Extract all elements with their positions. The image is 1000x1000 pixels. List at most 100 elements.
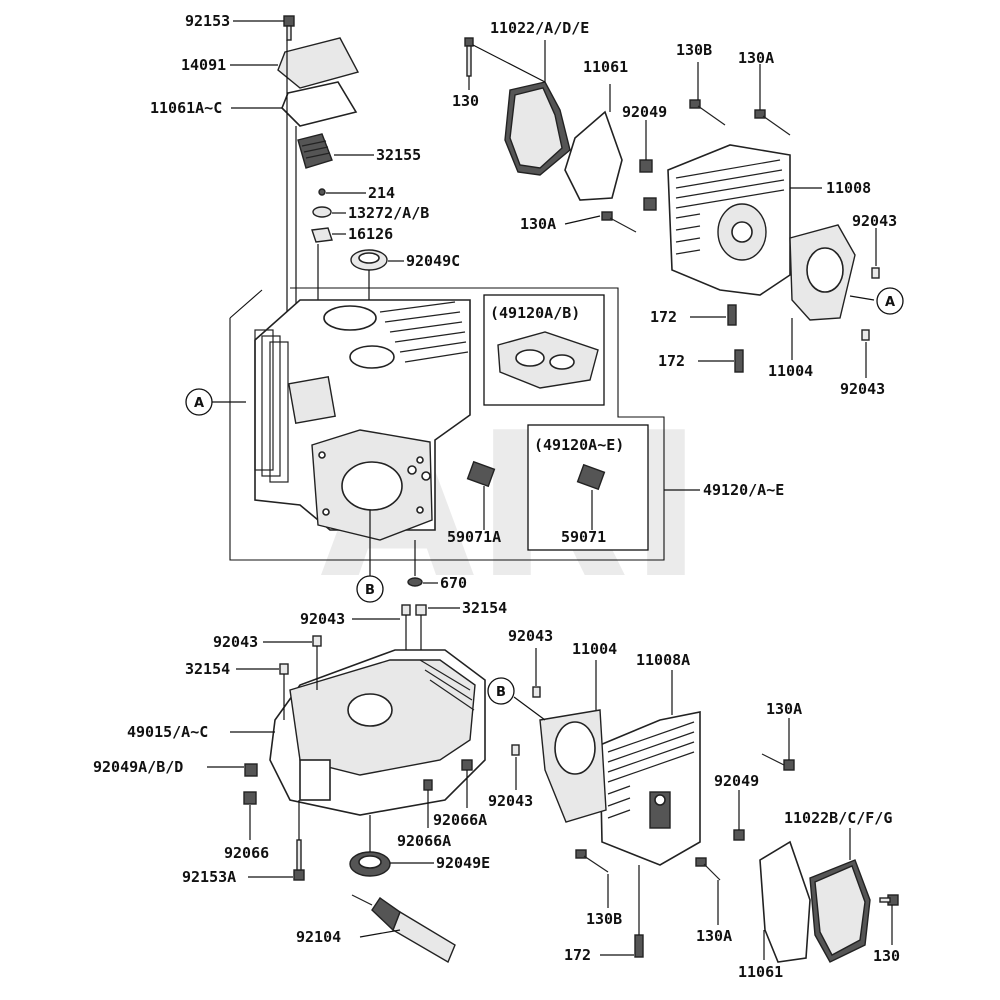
- label-92049-br: 92049: [714, 772, 759, 790]
- nut-92049-lower: [733, 829, 745, 841]
- cover-plate-14091: [277, 37, 360, 89]
- label-92104: 92104: [296, 928, 341, 946]
- plug-32154-b: [279, 663, 289, 675]
- dowel-92043-right: [861, 329, 870, 341]
- label-130-bot: 130: [873, 947, 900, 965]
- label-130a-top: 130A: [738, 49, 774, 67]
- label-172-a: 172: [650, 308, 677, 326]
- label-172-bot: 172: [564, 946, 591, 964]
- bolt-130-bottom: [879, 894, 899, 906]
- label-92043-mid: 92043: [508, 627, 553, 645]
- label-130-top: 130: [452, 92, 479, 110]
- cylinder-block: [254, 299, 471, 541]
- nut-92049-top-b: [643, 197, 657, 211]
- gasket-11061a: [281, 81, 358, 127]
- label-inset-49120ab: (49120A/B): [490, 304, 580, 322]
- callout-b-upper-text: B: [365, 583, 375, 598]
- label-92043-tr: 92043: [852, 212, 897, 230]
- bolt-130a-mid: [601, 211, 637, 233]
- label-49015: 49015/A~C: [127, 723, 208, 741]
- label-92049abd: 92049A/B/D: [93, 758, 183, 776]
- nut-92049a: [244, 763, 258, 777]
- label-670: 670: [440, 574, 467, 592]
- label-92049e: 92049E: [436, 854, 490, 872]
- nut-92066a-a: [461, 759, 473, 771]
- label-32154-b: 32154: [185, 660, 230, 678]
- callout-b-upper: [356, 575, 384, 603]
- plate-13272: [312, 206, 332, 218]
- rocker-cover-11022b: [809, 859, 871, 963]
- inset-49120ae: [527, 424, 649, 551]
- label-92153a: 92153A: [182, 868, 236, 886]
- label-92066a-a: 92066A: [433, 811, 487, 829]
- label-inset-49120ae: (49120A~E): [534, 436, 624, 454]
- dowel-92043-cc-left: [312, 635, 322, 647]
- bolt-92153a-head: [293, 869, 305, 881]
- label-11022-ade: 11022/A/D/E: [490, 19, 589, 37]
- sealant-tube-92104: [351, 894, 456, 964]
- seal-92049e-hole: [358, 855, 382, 869]
- label-130a-mid: 130A: [520, 215, 556, 233]
- oring-670: [407, 577, 423, 587]
- label-130a-bot: 130A: [696, 927, 732, 945]
- label-130a-br: 130A: [766, 700, 802, 718]
- nut-92066a-b: [423, 779, 433, 791]
- label-92153: 92153: [185, 12, 230, 30]
- label-11061-bot: 11061: [738, 963, 783, 981]
- label-11008: 11008: [826, 179, 871, 197]
- bolt-130b-bottom: [575, 849, 609, 873]
- label-59071a: 59071A: [447, 528, 501, 546]
- callout-b-lower-text: B: [496, 685, 506, 700]
- inset-49120ab-gasket: [497, 331, 599, 389]
- assembly-frame: [229, 287, 665, 561]
- label-11008a: 11008A: [636, 651, 690, 669]
- callout-a-right-text: A: [885, 295, 895, 310]
- assembly-frame-left: [229, 289, 263, 319]
- label-11004-bot: 11004: [572, 640, 617, 658]
- callout-a-left: [185, 388, 213, 416]
- pin-214: [318, 188, 326, 196]
- dowel-92043-top: [871, 267, 880, 279]
- label-92066: 92066: [224, 844, 269, 862]
- callout-a-left-text: A: [194, 396, 204, 411]
- rocker-cover-11022: [504, 81, 571, 176]
- label-59071: 59071: [561, 528, 606, 546]
- label-49120-ae: 49120/A~E: [703, 481, 784, 499]
- callout-b-lower: [487, 677, 515, 705]
- label-92066a-b: 92066A: [397, 832, 451, 850]
- crankcase-49015: [269, 649, 486, 816]
- plug-32154-a: [415, 604, 427, 616]
- breather-32155: [297, 133, 333, 169]
- bolt-130a-top: [754, 109, 791, 136]
- callout-a-right: [876, 287, 904, 315]
- label-92049-top: 92049: [622, 103, 667, 121]
- label-11022bcfg: 11022B/C/F/G: [784, 809, 892, 827]
- bolt-92153: [283, 15, 295, 41]
- label-92043-mid2: 92043: [488, 792, 533, 810]
- stud-172-a: [727, 304, 737, 326]
- bolt-92153a-shank: [296, 839, 302, 871]
- label-172-b: 172: [658, 352, 685, 370]
- plate-16126: [311, 227, 333, 243]
- label-11061a-c: 11061A~C: [150, 99, 222, 117]
- gasket-11004-bot-bore: [554, 721, 596, 775]
- inset-49120ae-spring: [576, 463, 606, 491]
- label-32154-a: 32154: [462, 599, 507, 617]
- dowel-92043-mid: [532, 686, 541, 698]
- cylinder-head-11008: [667, 144, 791, 296]
- label-16126: 16126: [348, 225, 393, 243]
- nut-92066: [243, 791, 257, 805]
- label-130b-top: 130B: [676, 41, 712, 59]
- gasket-11061-top: [564, 110, 623, 201]
- bolt-130a-bottom: [695, 857, 721, 881]
- bolt-130b-top: [689, 99, 726, 126]
- cylinder-head-11008a: [599, 711, 701, 866]
- spring-59071a: [466, 460, 496, 488]
- stud-172-bottom: [634, 934, 644, 958]
- label-92043-l: 92043: [213, 633, 258, 651]
- bolt-130-top: [464, 37, 474, 77]
- dowel-92043-cc-top: [401, 604, 411, 616]
- label-214: 214: [368, 184, 395, 202]
- label-32155: 32155: [376, 146, 421, 164]
